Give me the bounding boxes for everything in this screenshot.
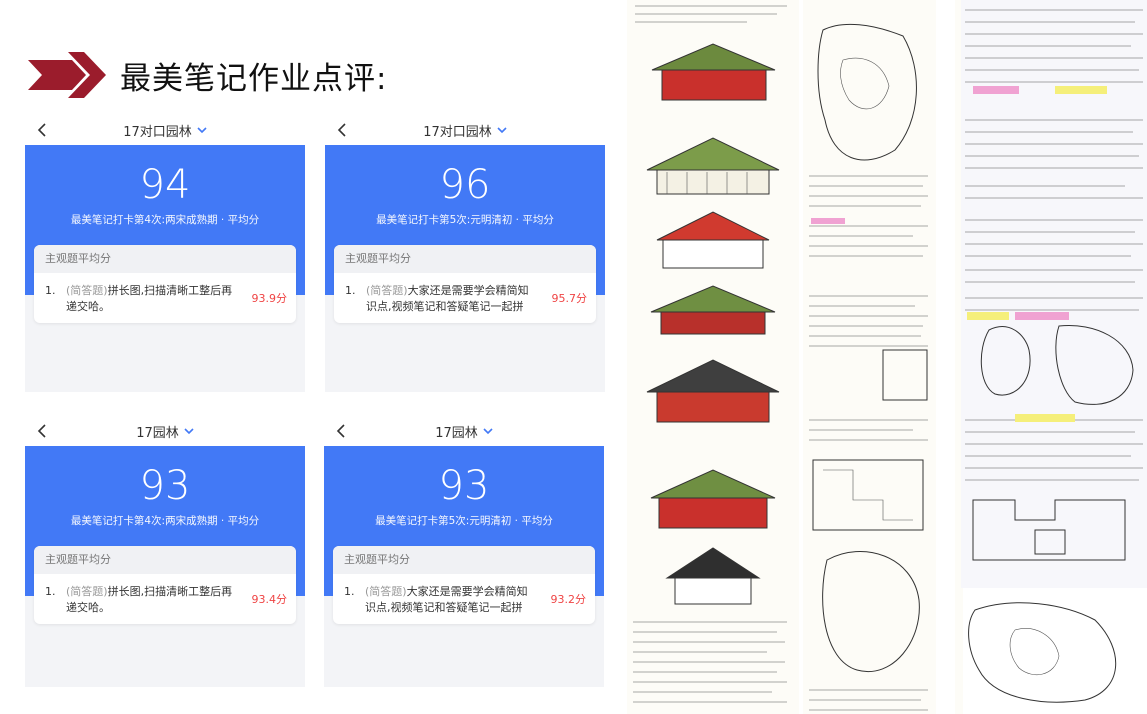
nav-bar: 17对口园林 bbox=[25, 115, 305, 145]
question-text: 拼长图,扫描清晰工整后再递交哈。 bbox=[66, 585, 233, 614]
score-card-3: 17园林 93 最美笔记打卡第4次:两宋成熟期 · 平均分 主观题平均分 1. … bbox=[25, 416, 305, 687]
question-text: 大家还是需要学会精简知识点,视频笔记和答疑笔记一起拼成... bbox=[365, 585, 528, 614]
subjective-score-card: 主观题平均分 1. (简答题)拼长图,扫描清晰工整后再递交哈。 93.4分 bbox=[34, 546, 296, 624]
score-subtitle: 最美笔记打卡第5次:元明清初 · 平均分 bbox=[375, 515, 553, 527]
question-score: 95.7分 bbox=[551, 292, 588, 305]
back-chevron-icon[interactable] bbox=[33, 120, 51, 140]
question-type: (简答题) bbox=[366, 284, 408, 297]
handwritten-notes-image-1 bbox=[627, 0, 799, 714]
question-number: 1. bbox=[345, 284, 356, 297]
class-selector[interactable]: 17对口园林 bbox=[123, 124, 192, 140]
question-type: (简答题) bbox=[66, 585, 108, 598]
back-chevron-icon[interactable] bbox=[33, 421, 51, 441]
caret-down-icon[interactable] bbox=[497, 127, 507, 134]
section-label: 主观题平均分 bbox=[34, 546, 296, 574]
nav-bar: 17对口园林 bbox=[325, 115, 605, 145]
question-score: 93.9分 bbox=[251, 292, 288, 305]
question-row[interactable]: 1. (简答题)拼长图,扫描清晰工整后再递交哈。 93.4分 bbox=[34, 574, 296, 624]
page-heading: 最美笔记作业点评: bbox=[28, 52, 387, 98]
score-subtitle: 最美笔记打卡第4次:两宋成熟期 · 平均分 bbox=[70, 214, 260, 226]
section-label: 主观题平均分 bbox=[333, 546, 595, 574]
subjective-score-card: 主观题平均分 1. (简答题)大家还是需要学会精简知识点,视频笔记和答疑笔记一起… bbox=[334, 245, 596, 323]
score-card-2: 17对口园林 96 最美笔记打卡第5次:元明清初 · 平均分 主观题平均分 1.… bbox=[325, 115, 605, 392]
back-chevron-icon[interactable] bbox=[333, 120, 351, 140]
question-row[interactable]: 1. (简答题)大家还是需要学会精简知识点,视频笔记和答疑笔记一起拼成... 9… bbox=[333, 574, 595, 624]
score-card-4: 17园林 93 最美笔记打卡第5次:元明清初 · 平均分 主观题平均分 1. (… bbox=[324, 416, 604, 687]
nav-bar: 17园林 bbox=[324, 416, 604, 446]
question-type: (简答题) bbox=[66, 284, 108, 297]
average-score: 94 bbox=[139, 162, 191, 208]
question-text: 大家还是需要学会精简知识点,视频笔记和答疑笔记一起拼成... bbox=[366, 284, 529, 313]
section-label: 主观题平均分 bbox=[34, 245, 296, 273]
handwritten-notes-image-3 bbox=[955, 0, 1147, 714]
score-subtitle: 最美笔记打卡第4次:两宋成熟期 · 平均分 bbox=[70, 515, 260, 527]
average-score: 93 bbox=[139, 463, 191, 509]
subjective-score-card: 主观题平均分 1. (简答题)大家还是需要学会精简知识点,视频笔记和答疑笔记一起… bbox=[333, 546, 595, 624]
caret-down-icon[interactable] bbox=[184, 428, 194, 435]
question-row[interactable]: 1. (简答题)大家还是需要学会精简知识点,视频笔记和答疑笔记一起拼成... 9… bbox=[334, 273, 596, 323]
question-type: (简答题) bbox=[365, 585, 407, 598]
class-selector[interactable]: 17园林 bbox=[435, 425, 478, 441]
class-selector[interactable]: 17对口园林 bbox=[423, 124, 492, 140]
class-selector[interactable]: 17园林 bbox=[136, 425, 179, 441]
question-score: 93.2分 bbox=[550, 593, 587, 606]
question-number: 1. bbox=[45, 585, 56, 598]
question-row[interactable]: 1. (简答题)拼长图,扫描清晰工整后再递交哈。 93.9分 bbox=[34, 273, 296, 323]
caret-down-icon[interactable] bbox=[483, 428, 493, 435]
nav-bar: 17园林 bbox=[25, 416, 305, 446]
back-chevron-icon[interactable] bbox=[332, 421, 350, 441]
question-number: 1. bbox=[344, 585, 355, 598]
question-score: 93.4分 bbox=[251, 593, 288, 606]
subjective-score-card: 主观题平均分 1. (简答题)拼长图,扫描清晰工整后再递交哈。 93.9分 bbox=[34, 245, 296, 323]
section-label: 主观题平均分 bbox=[334, 245, 596, 273]
caret-down-icon[interactable] bbox=[197, 127, 207, 134]
question-number: 1. bbox=[45, 284, 56, 297]
question-text: 拼长图,扫描清晰工整后再递交哈。 bbox=[66, 284, 233, 313]
score-subtitle: 最美笔记打卡第5次:元明清初 · 平均分 bbox=[376, 214, 554, 226]
arrow-right-icon bbox=[28, 52, 106, 98]
handwritten-notes-image-2 bbox=[803, 0, 936, 714]
average-score: 96 bbox=[439, 162, 491, 208]
average-score: 93 bbox=[438, 463, 490, 509]
score-card-1: 17对口园林 94 最美笔记打卡第4次:两宋成熟期 · 平均分 主观题平均分 1… bbox=[25, 115, 305, 392]
page-title: 最美笔记作业点评: bbox=[120, 60, 388, 97]
